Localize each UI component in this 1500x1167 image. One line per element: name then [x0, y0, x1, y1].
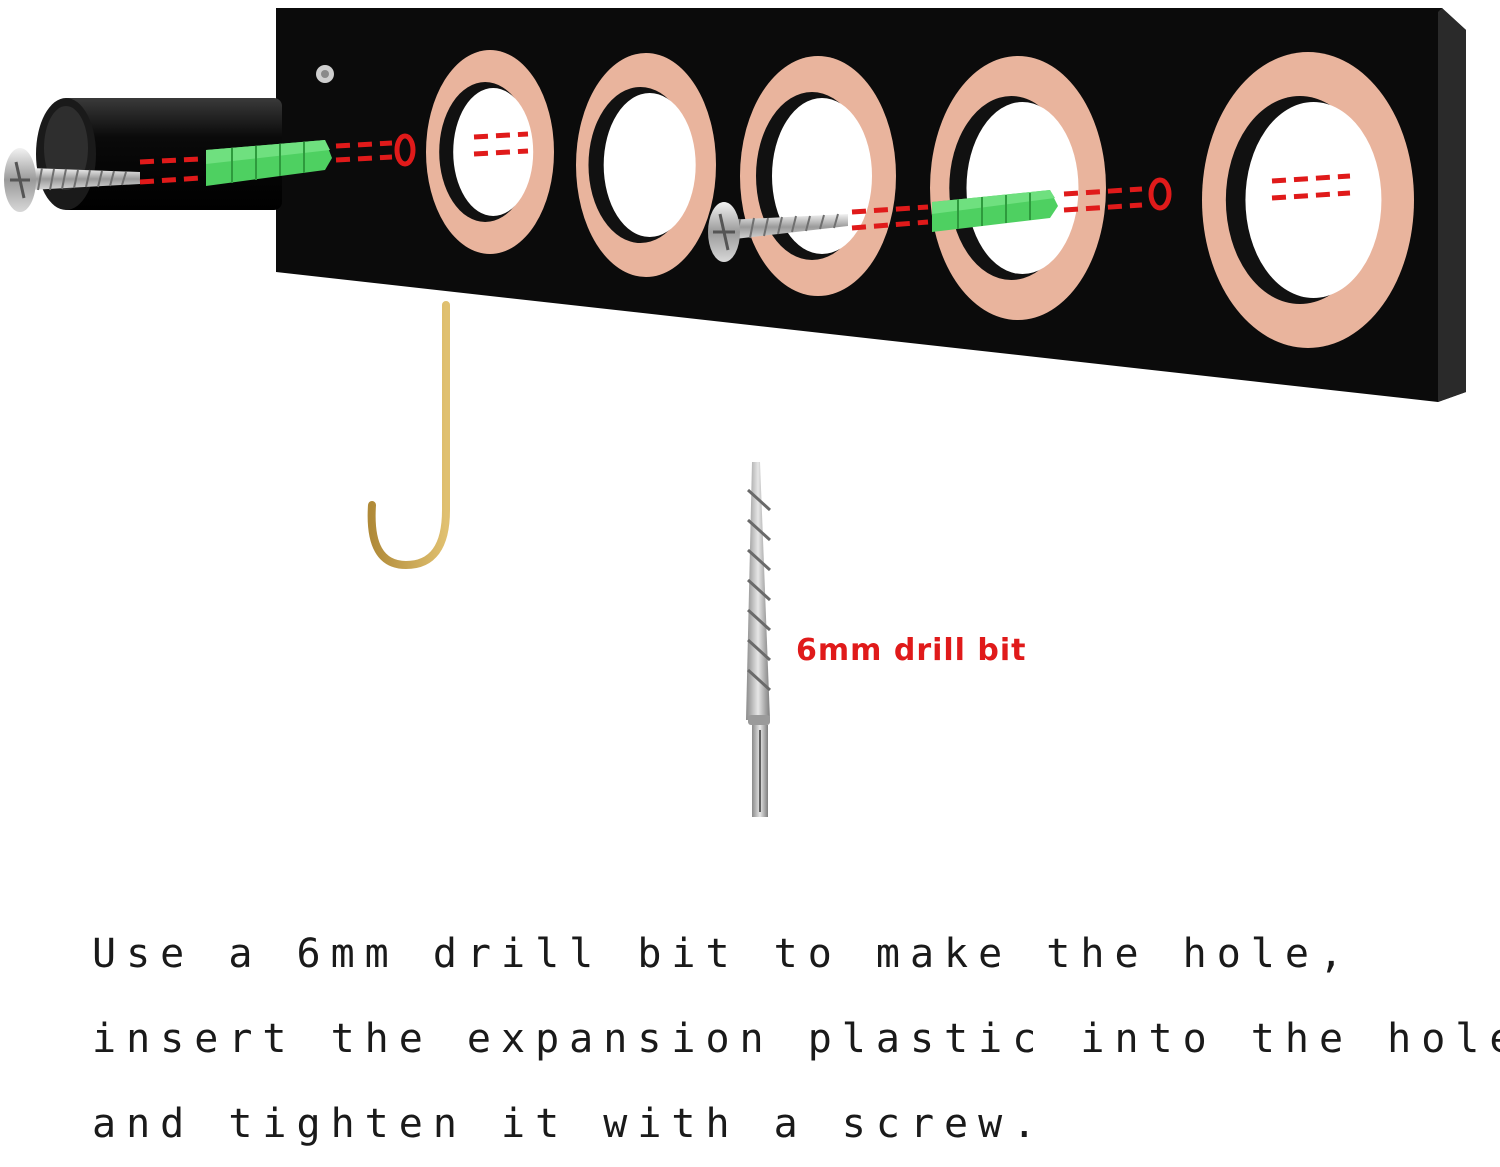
caption-line-1: Use a 6mm drill bit to make the hole, [92, 931, 1354, 977]
product-illustration [4, 8, 1466, 817]
ring-2 [576, 53, 716, 277]
screw-icon [708, 202, 848, 262]
drill-bit-label: 6mm drill bit [796, 633, 1027, 668]
screw-icon [4, 148, 140, 212]
ring-4 [930, 56, 1106, 320]
ring-1 [426, 50, 554, 254]
storage-rings [426, 50, 1414, 348]
caption-line-3: and tighten it with a screw. [92, 1101, 1047, 1147]
alignment-guides [139, 131, 1351, 231]
wall-anchor-icon [932, 190, 1058, 232]
caption-line-2: insert the expansion plastic into the ho… [92, 1016, 1500, 1062]
drill-bit-icon [746, 462, 772, 817]
hook-icon [367, 301, 450, 570]
ring-5 [1202, 52, 1414, 348]
ring-3 [740, 56, 896, 296]
wall-anchor-icon [206, 140, 332, 186]
instruction-caption: Use a 6mm drill bit to make the hole, in… [92, 912, 1500, 1167]
